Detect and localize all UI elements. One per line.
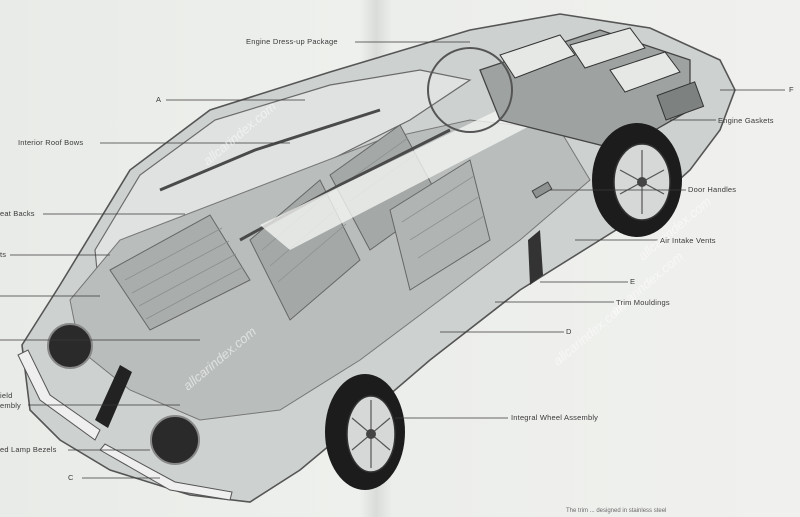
headlamp-right [150,415,200,465]
light-beam [260,80,580,250]
rear-seat [109,214,251,331]
label-integral-wheel-assembly: Integral Wheel Assembly [511,413,599,422]
label-engine-dress-up-package: Engine Dress-up Package [246,37,338,46]
label-trim-mouldings: Trim Mouldings [616,298,670,307]
label-c: C [68,473,74,482]
label-windshield-bottom: embly [0,401,22,410]
label-left-cut-1: ts [0,250,7,259]
label-f: F [789,85,794,94]
roof-bow-1 [159,108,381,192]
spare-wheel [427,47,513,133]
label-interior-roof-bows: Interior Roof Bows [18,138,84,147]
headlamp-left [47,323,93,369]
label-e: E [630,277,636,286]
engine-block [479,27,705,151]
front-bumper [17,349,101,441]
label-windshield-top: ield [0,391,13,400]
rear-seat-back [389,159,491,291]
door-handle [531,181,553,199]
label-air-intake-vents: Air Intake Vents [660,236,716,245]
label-a: A [156,95,162,104]
label-door-handles: Door Handles [688,185,737,194]
footer-text: The trim ... designed in stainless steel [566,508,667,514]
label-lamp-bezels: ed Lamp Bezels [0,445,57,454]
label-seat-backs: eat Backs [0,209,35,218]
rear-wheel [592,123,682,237]
label-engine-gaskets: Engine Gaskets [718,116,774,125]
air-intake-vent [528,230,543,285]
label-d: D [566,327,572,336]
grille-vent [95,365,132,428]
front-wheel [325,374,405,490]
